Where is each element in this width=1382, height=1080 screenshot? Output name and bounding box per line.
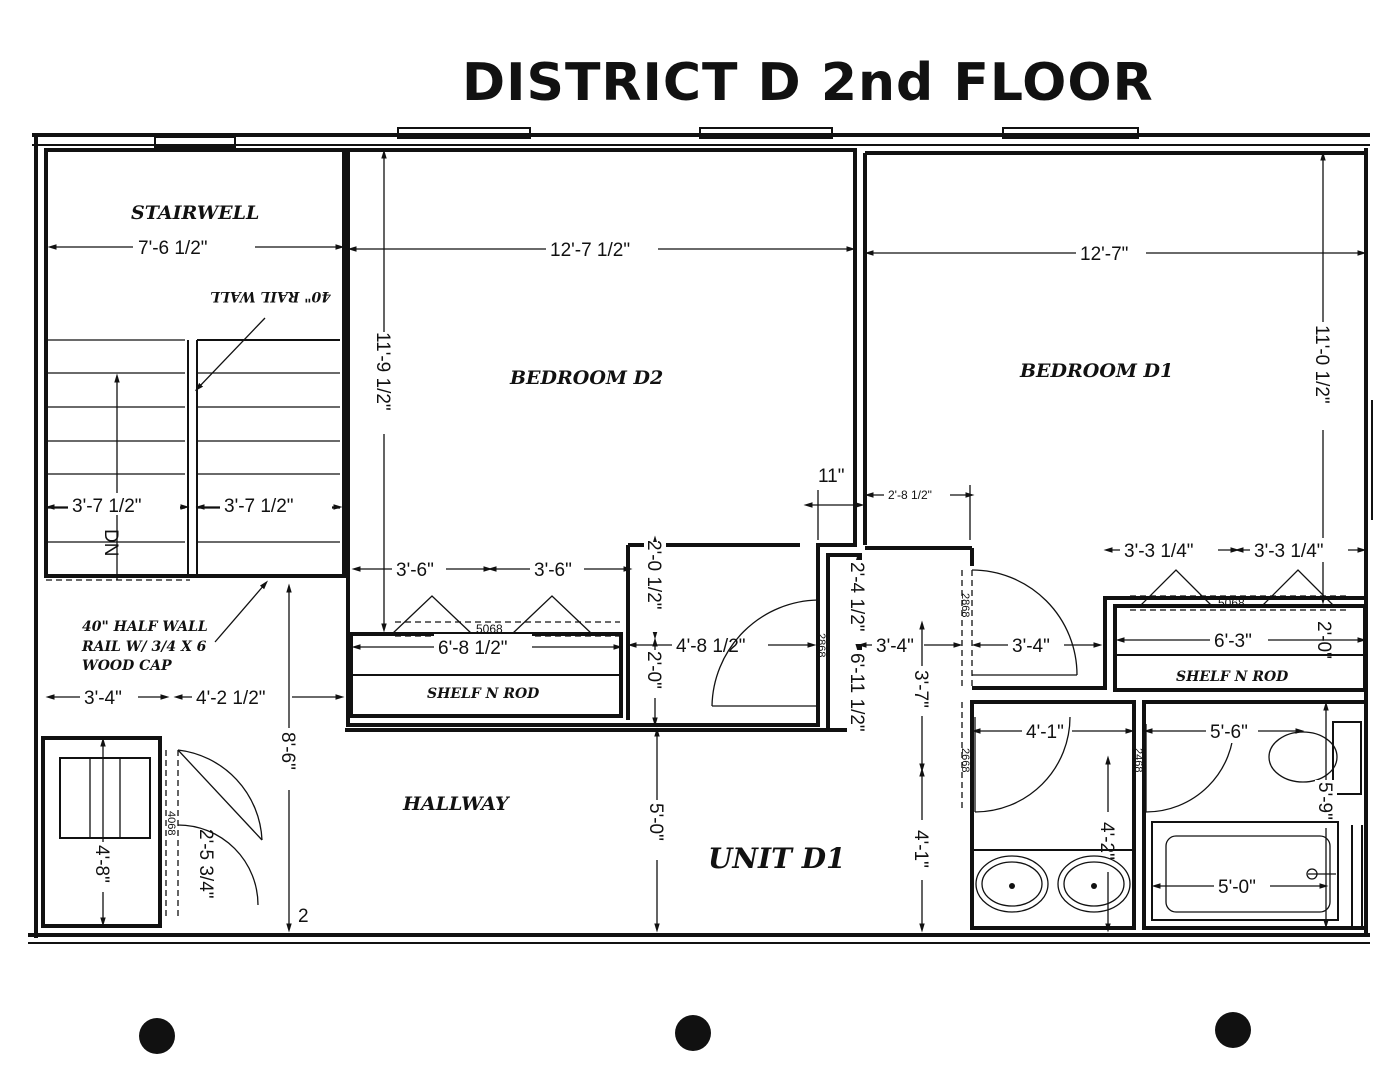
dim-d1-closet-depth: 2'-0" bbox=[1313, 621, 1334, 659]
dim-bath-59: 5'-9" bbox=[1314, 782, 1335, 820]
dim-d2-closet-b: 3'-6" bbox=[534, 560, 572, 581]
hall-center: 2'-4 1/2" 6'-11 1/2" 3'-4" 3'-7" 4'-1" bbox=[826, 546, 974, 933]
half-wall-line-2: RAIL W/ 3/4 X 6 bbox=[81, 639, 207, 655]
dim-d2-closet-depth: 2'-0 1/2" bbox=[643, 540, 664, 610]
dim-d2-wall: 11" bbox=[818, 466, 844, 487]
dim-d2-closet-depth2: 2'-0" bbox=[643, 651, 664, 689]
door-code-4068: 4068 bbox=[165, 811, 177, 835]
punch-hole-right bbox=[1215, 1012, 1251, 1048]
dim-d1-vert-1: 2'-4 1/2" bbox=[846, 562, 867, 632]
stair-dn-label: DN bbox=[100, 529, 121, 556]
dim-d1-closet-a: 3'-3 1/4" bbox=[1124, 541, 1194, 562]
dim-d2-closet-a: 3'-6" bbox=[396, 560, 434, 581]
dim-stair-right: 3'-7 1/2" bbox=[224, 496, 294, 517]
dim-bath-42: 4'-2" bbox=[1096, 822, 1117, 860]
dim-stair-left: 3'-7 1/2" bbox=[72, 496, 142, 517]
dim-bath-tub: 5'-0" bbox=[1218, 877, 1256, 898]
win-code-d1: 5068 bbox=[1218, 596, 1245, 610]
stairwell: STAIRWELL 7'-6 1/2" 40" RAIL WALL DN 3'-… bbox=[44, 148, 346, 581]
door-code-2868-b: 2868 bbox=[959, 593, 971, 617]
dim-d1-width: 12'-7" bbox=[1080, 244, 1128, 265]
dim-d1-vert-2: 6'-11 1/2" bbox=[846, 653, 867, 732]
bedroom-d2: BEDROOM D2 12'-7 1/2" 11'-9 1/2" 11" SHE… bbox=[345, 148, 865, 732]
door-code-2868-a: 2868 bbox=[815, 633, 827, 657]
bedroom-d1: BEDROOM D1 12'-7" 11'-0 1/2" 2'-8 1/2" 2… bbox=[863, 151, 1367, 692]
shelf-left-label: SHELF N ROD bbox=[427, 686, 540, 702]
stairwell-label: STAIRWELL bbox=[131, 202, 259, 224]
coat-closet: 4'-8" 4068 2'-5 3/4" bbox=[41, 736, 263, 928]
outer-walls bbox=[28, 127, 1370, 944]
dim-d1-closet-w: 6'-3" bbox=[1214, 631, 1252, 652]
dim-d2-door-w: 4'-8 1/2" bbox=[676, 636, 746, 657]
dim-d2-width: 12'-7 1/2" bbox=[550, 240, 630, 261]
half-wall-line-1: 40" HALF WALL bbox=[82, 619, 208, 635]
door-code-2468: 2468 bbox=[1132, 748, 1144, 772]
hallway-label: HALLWAY bbox=[402, 793, 511, 815]
punch-holes bbox=[139, 1012, 1251, 1054]
win-code-d2: 5068 bbox=[476, 622, 503, 636]
dim-hall-mid: 4'-2 1/2" bbox=[196, 688, 266, 709]
door-code-2668: 2668 bbox=[959, 748, 971, 772]
plan-title: DISTRICT D 2nd FLOOR bbox=[462, 53, 1154, 113]
dim-stair-width: 7'-6 1/2" bbox=[138, 238, 208, 259]
dim-d1-41b: 4'-1" bbox=[910, 830, 931, 868]
half-wall-note: 40" HALF WALL RAIL W/ 3/4 X 6 WOOD CAP bbox=[81, 580, 268, 674]
dim-d1-gap: 2'-8 1/2" bbox=[888, 488, 932, 502]
dim-d1-37: 3'-7" bbox=[910, 670, 931, 708]
half-wall-line-3: WOOD CAP bbox=[82, 658, 172, 674]
dim-hall-stub: 2 bbox=[298, 906, 309, 927]
punch-hole-left bbox=[139, 1018, 175, 1054]
dim-bath-56: 5'-6" bbox=[1210, 722, 1248, 743]
hallway-dimensions: 3'-4" 4'-2 1/2" 8'-6" 2 HALLWAY UNIT D1 … bbox=[45, 583, 845, 933]
punch-hole-center bbox=[675, 1015, 711, 1051]
dim-bath-41a: 4'-1" bbox=[1026, 722, 1064, 743]
bedroom-d2-label: BEDROOM D2 bbox=[509, 367, 663, 389]
dim-d1-height: 11'-0 1/2" bbox=[1311, 325, 1332, 404]
dim-d1-34a: 3'-4" bbox=[876, 636, 914, 657]
dim-closet-door: 2'-5 3/4" bbox=[195, 829, 216, 899]
rail-wall-note: 40" RAIL WALL bbox=[210, 288, 331, 304]
shelf-right-label: SHELF N ROD bbox=[1176, 669, 1289, 685]
unit-label: UNIT D1 bbox=[708, 842, 845, 875]
dim-d2-closet-w: 6'-8 1/2" bbox=[438, 638, 508, 659]
dim-d1-closet-b: 3'-3 1/4" bbox=[1254, 541, 1324, 562]
dim-hall-left: 3'-4" bbox=[84, 688, 122, 709]
dim-hall-5ft: 5'-0" bbox=[645, 803, 666, 841]
dim-d2-height: 11'-9 1/2" bbox=[372, 332, 393, 411]
dim-hall-height: 8'-6" bbox=[277, 732, 298, 770]
dim-d1-34b: 3'-4" bbox=[1012, 636, 1050, 657]
bathroom: 4'-1" 2668 4'-2" 2468 5'-6" 5'-9" bbox=[959, 700, 1368, 933]
dim-closet-h: 4'-8" bbox=[91, 845, 112, 883]
bedroom-d1-label: BEDROOM D1 bbox=[1019, 360, 1173, 382]
